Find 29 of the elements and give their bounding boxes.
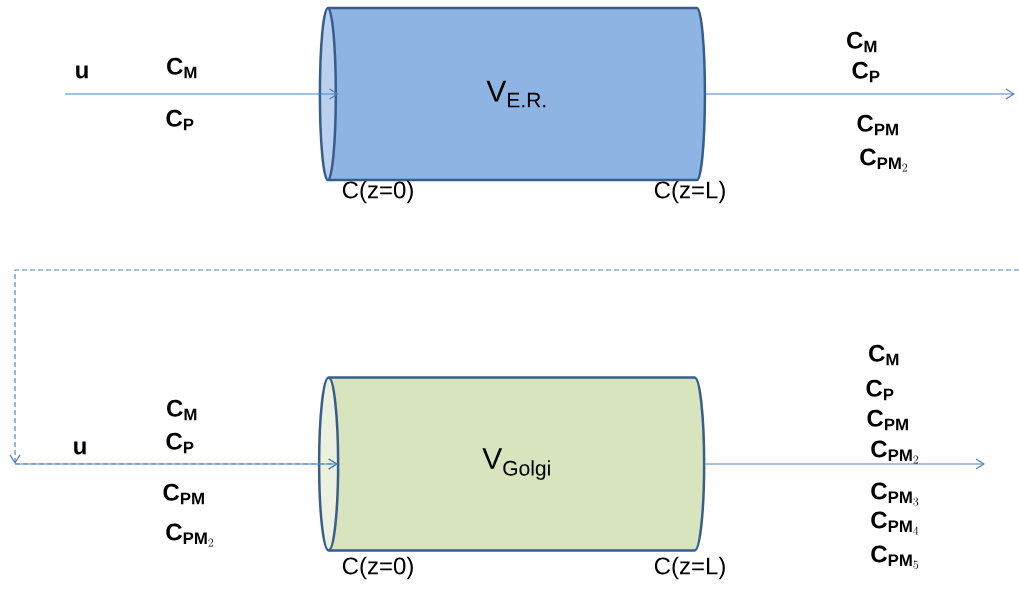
arrow [704, 458, 985, 470]
cylinder: V$_{Golgi}$ [317, 376, 706, 552]
concentration-label: $\mathbf{C}_{\mathbf{P}}$ [852, 61, 880, 83]
arrow [64, 88, 339, 100]
arrow [705, 88, 1015, 100]
concentration-label: $\mathbf{C}_{\mathbf{PM}_5}$ [871, 545, 919, 569]
concentration-label: $\mathbf{C}_{\mathbf{PM}_2}$ [166, 523, 214, 547]
concentration-label: $\mathbf{C}_{\mathbf{M}}$ [847, 31, 877, 53]
concentration-label: $\mathbf{C}_{\mathbf{PM}_4}$ [871, 511, 919, 535]
velocity-label: u [76, 65, 88, 79]
concentration-label: $\mathbf{C}_{\mathbf{P}}$ [166, 432, 194, 454]
concentration-label: $\mathbf{C}_{\mathbf{PM}_2}$ [871, 440, 919, 464]
arrow [14, 458, 338, 470]
position-label: C(z=0) [342, 556, 413, 580]
concentration-label: $\mathbf{C}_{\mathbf{PM}}$ [867, 409, 908, 431]
concentration-label: $\mathbf{C}_{\mathbf{M}}$ [167, 399, 197, 421]
concentration-label: $\mathbf{C}_{\mathbf{M}}$ [167, 57, 197, 79]
concentration-label: $\mathbf{C}_{\mathbf{M}}$ [869, 344, 899, 366]
concentration-label: $\mathbf{C}_{\mathbf{PM}}$ [163, 483, 204, 505]
position-label: C(z=0) [342, 180, 413, 204]
concentration-label: $\mathbf{C}_{\mathbf{P}}$ [866, 379, 894, 401]
concentration-label: $\mathbf{C}_{\mathbf{P}}$ [166, 109, 194, 131]
concentration-label: $\mathbf{C}_{\mathbf{PM}}$ [857, 114, 898, 136]
cylinder: V$_{E.R.}$ [318, 6, 707, 182]
position-label: C(z=L) [654, 556, 725, 580]
velocity-label: u [74, 441, 86, 455]
position-label: C(z=L) [654, 180, 725, 204]
concentration-label: $\mathbf{C}_{\mathbf{PM}_3}$ [871, 482, 919, 506]
concentration-label: $\mathbf{C}_{\mathbf{PM}_2}$ [860, 148, 908, 172]
